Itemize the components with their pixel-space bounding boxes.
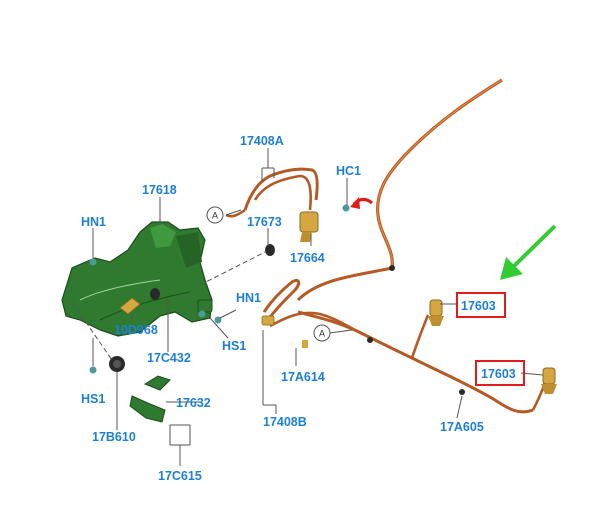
label-hc1: HC1: [336, 164, 361, 178]
label-17c615: 17C615: [158, 469, 202, 483]
callout-a-lower-text: A: [319, 329, 325, 339]
label-17673: 17673: [247, 215, 282, 229]
callout-a-lower: A: [313, 324, 331, 342]
label-hs1-mid: HS1: [222, 339, 246, 353]
callout-a-upper: A: [206, 206, 224, 224]
label-17603-lower: 17603: [481, 367, 516, 381]
upper-hose-17408a: [225, 167, 319, 242]
label-hn1-top: HN1: [81, 215, 106, 229]
washer-reservoir: [61, 221, 213, 337]
pump-grommet: [150, 288, 160, 300]
label-17603-upper: 17603: [461, 299, 496, 313]
label-17664: 17664: [290, 251, 325, 265]
label-17b610: 17B610: [92, 430, 136, 444]
washer-connector-17c615: [129, 395, 166, 423]
leader-lines: [71, 148, 544, 466]
label-17408b: 17408B: [263, 415, 307, 429]
label-17a614: 17A614: [281, 370, 325, 384]
filler-neck: [109, 356, 125, 372]
level-sensor-17632: [143, 375, 171, 391]
label-17408a: 17408A: [240, 134, 284, 148]
highlight-box-17603-upper: [456, 292, 506, 318]
label-17618: 17618: [142, 183, 177, 197]
washer-pump: [119, 297, 141, 315]
red-pointer-arrow-icon: [350, 197, 374, 209]
lower-hose-17408b: [261, 278, 356, 332]
label-17a605: 17A605: [440, 420, 484, 434]
fasteners: [89, 204, 350, 374]
rear-washer-hose: [296, 78, 547, 414]
highlight-box-17603-lower: [475, 360, 525, 386]
callout-a-upper-text: A: [212, 211, 218, 221]
label-hs1-low: HS1: [81, 392, 105, 406]
label-17c432: 17C432: [147, 351, 191, 365]
green-pointer-arrow-icon: [500, 224, 557, 280]
rear-nozzle-upper: [428, 299, 444, 326]
rear-nozzle-lower: [541, 367, 557, 394]
label-hn1-mid: HN1: [236, 291, 261, 305]
label-10d968: 10D968: [114, 323, 158, 337]
label-17632: 17632: [176, 396, 211, 410]
